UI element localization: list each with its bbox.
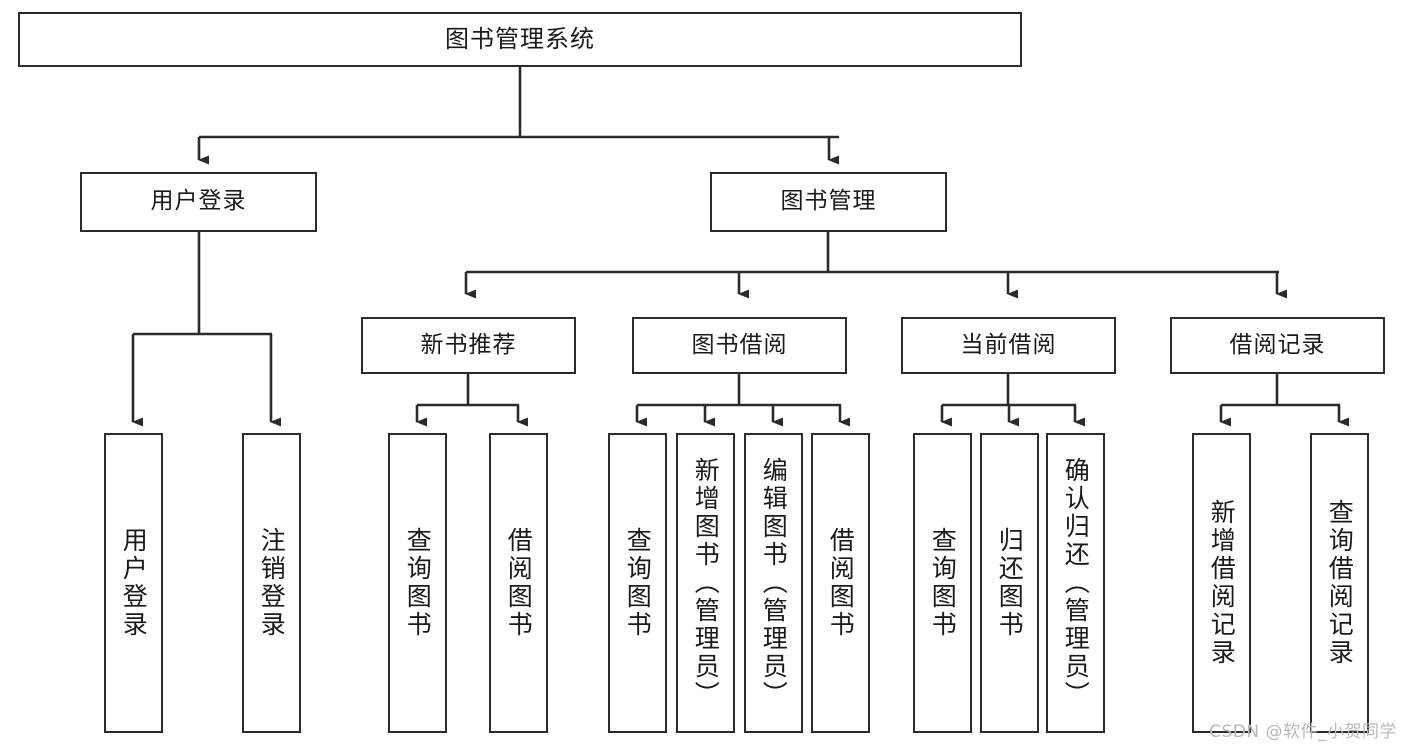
node-leaf-user-login-label: 用户登录: [119, 527, 149, 639]
node-leaf-borrow-book-1-label: 借阅图书: [504, 527, 534, 639]
node-leaf-add-record-label: 新增借阅记录: [1207, 499, 1237, 667]
node-leaf-query-book-3-label: 查询图书: [928, 527, 958, 639]
node-book-management-label: 图书管理: [780, 188, 877, 215]
node-leaf-return-book[interactable]: 归还图书: [980, 433, 1039, 733]
node-book-borrow[interactable]: 图书借阅: [632, 317, 847, 374]
node-leaf-logout[interactable]: 注销登录: [242, 433, 301, 733]
node-leaf-add-book-label: 新增图书（管理员）: [691, 457, 721, 709]
node-current-borrow-label: 当前借阅: [960, 331, 1057, 358]
node-leaf-confirm-return[interactable]: 确认归还（管理员）: [1046, 433, 1105, 733]
node-leaf-return-book-label: 归还图书: [995, 527, 1025, 639]
node-new-book-recommend-label: 新书推荐: [420, 331, 517, 358]
node-leaf-confirm-return-label: 确认归还（管理员）: [1061, 457, 1091, 709]
node-leaf-query-record-label: 查询借阅记录: [1325, 499, 1355, 667]
node-root-label: 图书管理系统: [445, 25, 595, 54]
node-leaf-add-record[interactable]: 新增借阅记录: [1192, 433, 1251, 733]
node-new-book-recommend[interactable]: 新书推荐: [361, 317, 576, 374]
node-leaf-add-book[interactable]: 新增图书（管理员）: [676, 433, 735, 733]
node-leaf-borrow-book-1[interactable]: 借阅图书: [489, 433, 548, 733]
node-leaf-user-login[interactable]: 用户登录: [104, 433, 163, 733]
node-leaf-edit-book-label: 编辑图书（管理员）: [759, 457, 789, 709]
node-leaf-query-book-1-label: 查询图书: [403, 527, 433, 639]
csdn-watermark: CSDN @软件_小贺同学: [1209, 722, 1397, 742]
node-current-borrow[interactable]: 当前借阅: [901, 317, 1116, 374]
node-leaf-query-record[interactable]: 查询借阅记录: [1310, 433, 1369, 733]
node-borrow-record-label: 借阅记录: [1229, 331, 1326, 358]
node-leaf-query-book-2-label: 查询图书: [623, 527, 653, 639]
node-leaf-logout-label: 注销登录: [257, 527, 287, 639]
node-user-login[interactable]: 用户登录: [80, 172, 317, 232]
node-leaf-query-book-1[interactable]: 查询图书: [388, 433, 447, 733]
node-leaf-query-book-2[interactable]: 查询图书: [608, 433, 667, 733]
node-leaf-borrow-book-2[interactable]: 借阅图书: [811, 433, 870, 733]
node-leaf-edit-book[interactable]: 编辑图书（管理员）: [744, 433, 803, 733]
node-borrow-record[interactable]: 借阅记录: [1170, 317, 1385, 374]
node-root[interactable]: 图书管理系统: [18, 12, 1022, 67]
node-leaf-borrow-book-2-label: 借阅图书: [826, 527, 856, 639]
node-user-login-label: 用户登录: [150, 188, 247, 215]
node-book-borrow-label: 图书借阅: [691, 331, 788, 358]
node-book-management[interactable]: 图书管理: [710, 172, 947, 232]
node-leaf-query-book-3[interactable]: 查询图书: [913, 433, 972, 733]
